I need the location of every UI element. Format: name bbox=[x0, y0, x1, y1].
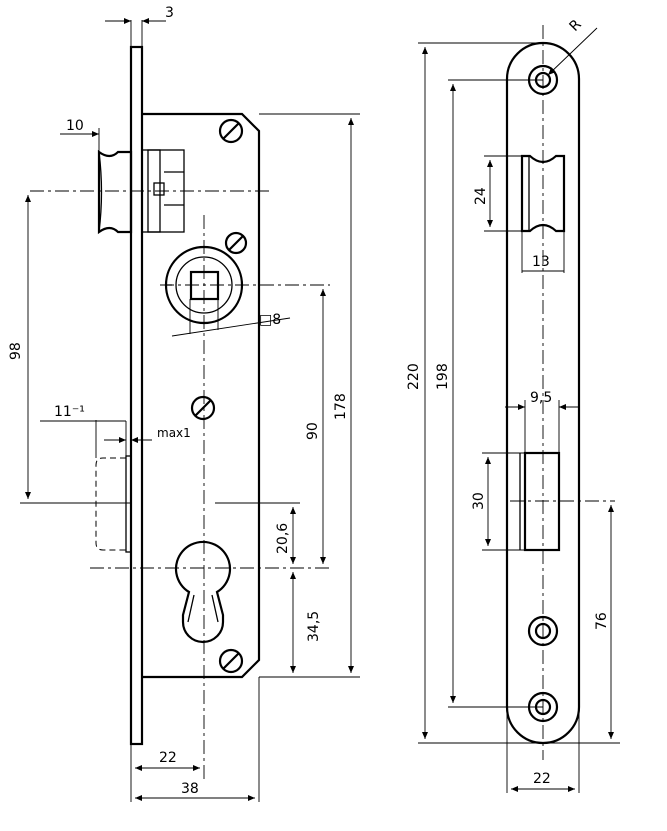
rebate-strip bbox=[125, 455, 132, 553]
lock-case-body bbox=[142, 112, 261, 679]
cylinder-inner-lines bbox=[187, 594, 219, 623]
dim-90: 90 bbox=[305, 422, 321, 440]
screw-top bbox=[218, 118, 244, 144]
dim-13: 13 bbox=[532, 254, 550, 270]
dim-square-8: □8 bbox=[259, 312, 281, 328]
dim-220: 220 bbox=[406, 363, 422, 390]
screw-lower bbox=[190, 395, 216, 421]
dim-3: 3 bbox=[165, 5, 174, 21]
dim-24: 24 bbox=[473, 187, 489, 205]
dim-22-right: 22 bbox=[533, 771, 551, 787]
screw-bottom bbox=[218, 648, 244, 674]
screw-mid bbox=[224, 231, 248, 255]
cylinder-cutout bbox=[174, 540, 232, 644]
latch-recess-hidden bbox=[95, 457, 126, 551]
dim-11: 11⁻¹ bbox=[54, 404, 85, 420]
dim-38: 38 bbox=[181, 781, 199, 797]
left-view: 3 10 98 11⁻¹ max1 □8 90 178 bbox=[8, 5, 360, 802]
dim-98: 98 bbox=[8, 342, 24, 360]
dim-34-5: 34,5 bbox=[306, 611, 322, 642]
dim-R: R bbox=[567, 16, 585, 34]
dim-30: 30 bbox=[471, 492, 487, 510]
dim-max1: max1 bbox=[157, 426, 191, 440]
dim-198: 198 bbox=[435, 363, 451, 390]
right-view: R 220 198 24 13 9,5 30 76 bbox=[406, 16, 620, 793]
dim-178: 178 bbox=[333, 393, 349, 420]
dim-20-6: 20,6 bbox=[275, 523, 291, 554]
dim-9-5: 9,5 bbox=[530, 390, 552, 406]
dim-10: 10 bbox=[66, 118, 84, 134]
dim-22-left: 22 bbox=[159, 750, 177, 766]
dim-76: 76 bbox=[594, 612, 610, 630]
faceplate-side bbox=[129, 45, 144, 746]
bolt-opening bbox=[523, 451, 561, 552]
